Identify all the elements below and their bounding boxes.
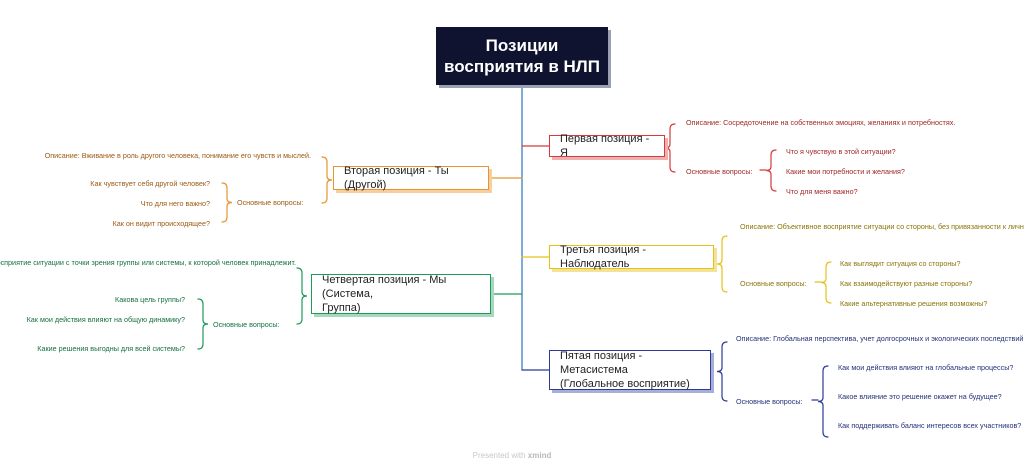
topic-fourth-position[interactable]: Четвертая позиция - Мы (Система, Группа): [311, 274, 491, 314]
first-questions-label: Основные вопросы:: [686, 167, 753, 176]
first-questions-brace: [765, 149, 777, 192]
footer-credit: Presented with xmind: [0, 451, 1024, 460]
second-questions-brace: [221, 182, 233, 223]
fifth-questions-label: Основные вопросы:: [736, 397, 803, 406]
second-question-2: Что для него важно?: [140, 199, 210, 208]
fifth-description: Описание: Глобальная перспектива, учет д…: [736, 334, 1024, 343]
first-description: Описание: Сосредоточение на собственных …: [686, 118, 955, 127]
third-description: Описание: Объективное восприятие ситуаци…: [740, 222, 1024, 231]
third-questions-label: Основные вопросы:: [740, 279, 807, 288]
fourth-brace: [296, 267, 308, 325]
third-brace: [716, 235, 728, 293]
first-brace: [664, 123, 676, 173]
central-title-line2: восприятия в НЛП: [444, 57, 600, 76]
topic-fifth-label-line1: Пятая позиция - Метасистема: [560, 350, 643, 376]
third-desc-line3: личным эмоциям.: [1007, 222, 1024, 231]
third-desc-line1: Описание: Объективное восприятие: [740, 222, 862, 231]
fifth-question-3: Как поддерживать баланс интересов всех у…: [838, 421, 1021, 430]
second-desc-line1: Описание: Вживание в роль другого: [44, 151, 166, 160]
second-description: Описание: Вживание в роль другого челове…: [45, 151, 311, 160]
fourth-desc-line2: зрения группы или системы, к которой: [91, 258, 220, 267]
fourth-question-2-line2: динамику?: [149, 315, 185, 324]
first-question-2: Какие мои потребности и желания?: [786, 167, 905, 176]
central-title-line1: Позиции: [485, 36, 559, 55]
topic-second-position[interactable]: Вторая позиция - Ты (Другой): [333, 165, 489, 191]
second-question-1: Как чувствует себя другой человек?: [90, 179, 210, 188]
first-desc-line1: Описание: Сосредоточение на собственных: [686, 118, 834, 127]
third-question-1: Как выглядит ситуация со стороны?: [840, 259, 961, 268]
first-question-3: Что для меня важно?: [786, 187, 858, 196]
third-question-3: Какие альтернативные решения возможны?: [840, 299, 988, 308]
topic-fifth-position[interactable]: Пятая позиция - Метасистема (Глобальное …: [549, 350, 711, 390]
fifth-question-2: Какое влияние это решение окажет на буду…: [838, 392, 1002, 401]
fifth-question-2-line2: будущее?: [968, 392, 1002, 401]
fifth-question-1-line2: процессы?: [977, 363, 1014, 372]
topic-first-position[interactable]: Первая позиция - Я: [549, 133, 665, 159]
fifth-brace: [716, 341, 728, 402]
second-brace: [321, 156, 333, 204]
third-question-2: Как взаимодействуют разные стороны?: [840, 279, 973, 288]
fifth-question-2-line1: Какое влияние это решение окажет на: [838, 392, 967, 401]
fourth-question-2: Как мои действия влияют на общую динамик…: [27, 315, 185, 324]
fifth-desc-line1: Описание: Глобальная перспектива, учет: [736, 334, 875, 343]
topic-second-label: Вторая позиция - Ты (Другой): [344, 165, 449, 191]
fifth-questions-brace: [817, 365, 829, 438]
fourth-questions-label: Основные вопросы:: [213, 320, 280, 329]
second-desc-line2: человека, понимание его чувств и мыслей.: [167, 151, 311, 160]
topic-third-position[interactable]: Третья позиция - Наблюдатель: [549, 244, 714, 270]
fifth-desc-line2: долгосрочных и экологических последствий…: [876, 334, 1024, 343]
fourth-questions-brace: [197, 298, 209, 350]
fifth-question-3-line2: участников?: [980, 421, 1022, 430]
topic-fourth-label-line2: Группа): [322, 302, 361, 314]
third-questions-brace: [820, 261, 832, 304]
fifth-question-3-line1: Как поддерживать баланс интересов всех: [838, 421, 979, 430]
fourth-question-3: Какие решения выгодны для всей системы?: [37, 344, 185, 353]
third-desc-line2: ситуации со стороны, без привязанности к: [863, 222, 1006, 231]
topic-fourth-label-line1: Четвертая позиция - Мы (Система,: [322, 274, 447, 300]
first-desc-line2: эмоциях, желаниях и потребностях.: [835, 118, 956, 127]
footer-prefix: Presented with: [472, 451, 526, 460]
second-question-3: Как он видит происходящее?: [112, 219, 210, 228]
topic-third-label: Третья позиция - Наблюдатель: [560, 244, 647, 270]
xmind-logo: xmind: [527, 451, 552, 460]
fourth-desc-line1: Описание: Восприятие ситуации с точки: [0, 258, 90, 267]
fifth-question-1: Как мои действия влияют на глобальные пр…: [838, 363, 1013, 372]
central-topic[interactable]: Позиции восприятия в НЛП: [436, 27, 608, 85]
fourth-desc-line3: человек принадлежит.: [221, 258, 296, 267]
first-question-1: Что я чувствую в этой ситуации?: [786, 147, 896, 156]
second-questions-label: Основные вопросы:: [237, 198, 304, 207]
fourth-question-1: Какова цель группы?: [115, 295, 185, 304]
fourth-question-2-line1: Как мои действия влияют на общую: [26, 315, 148, 324]
topic-fifth-label-line2: (Глобальное восприятие): [560, 378, 690, 390]
fifth-question-1-line1: Как мои действия влияют на глобальные: [838, 363, 976, 372]
topic-first-label: Первая позиция - Я: [560, 133, 650, 159]
fourth-description: Описание: Восприятие ситуации с точки зр…: [0, 258, 296, 267]
